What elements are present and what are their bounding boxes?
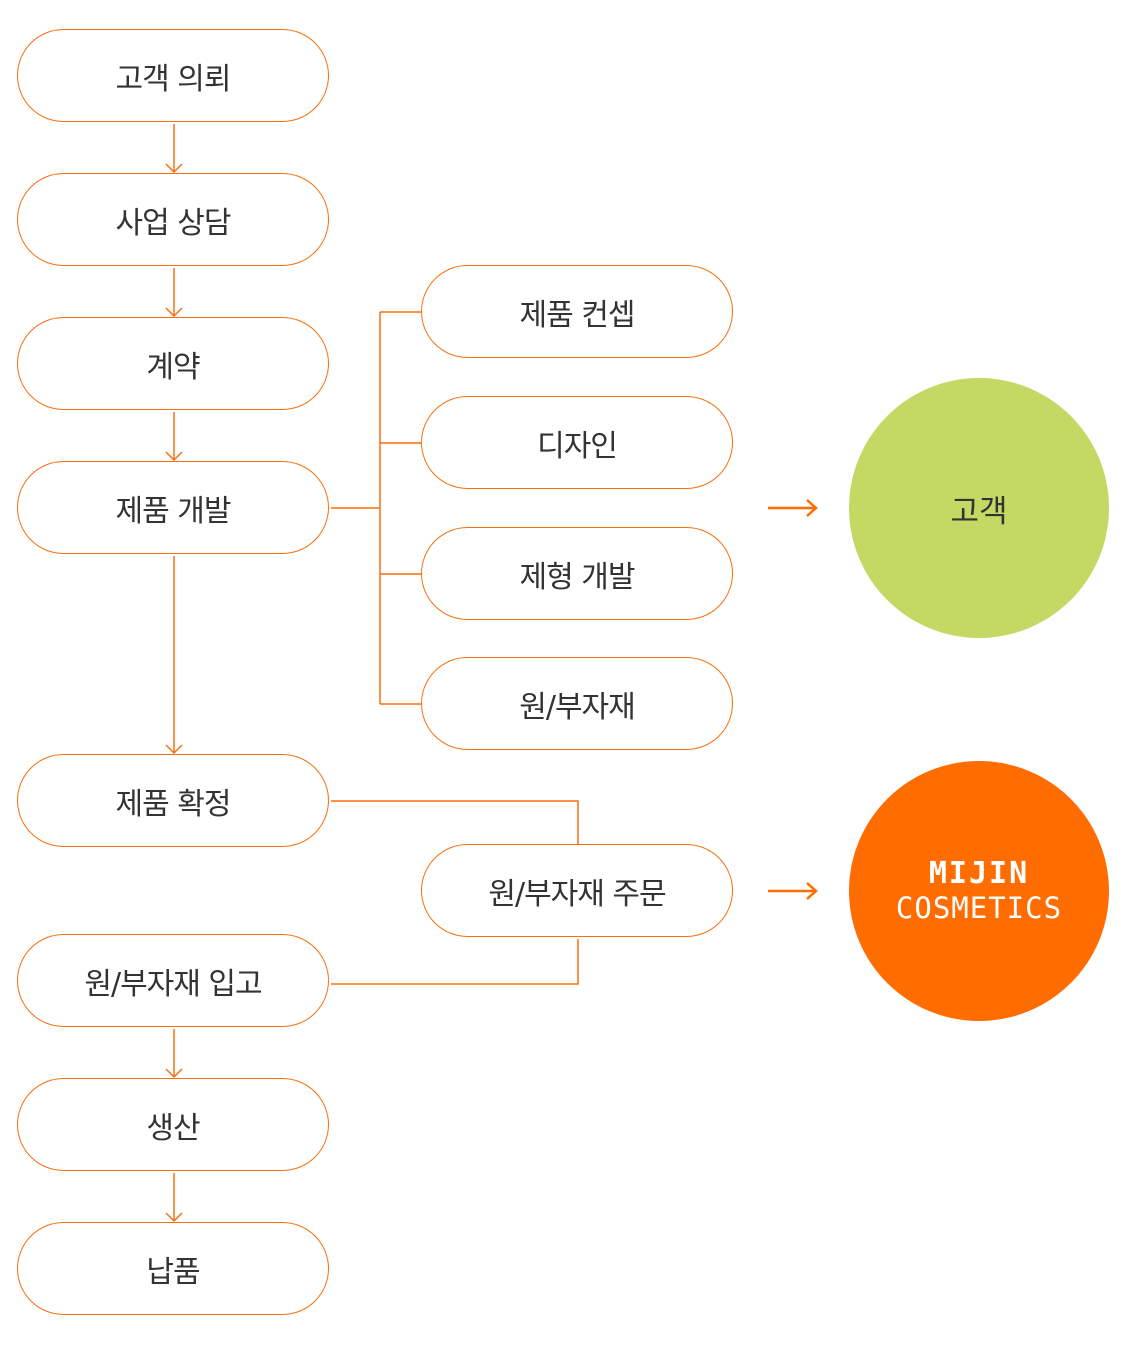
dev-materials: 원/부자재 [421,657,733,750]
step-delivery: 납품 [17,1222,329,1315]
step-product-confirm: 제품 확정 [17,754,329,847]
company-logo-circle: MIJIN COSMETICS [849,761,1109,1021]
logo-line2: COSMETICS [895,891,1063,925]
step-customer-request: 고객 의뢰 [17,29,329,122]
dev-formulation: 제형 개발 [421,527,733,620]
logo-line1: MIJIN [928,856,1030,891]
step-business-consult: 사업 상담 [17,173,329,266]
customer-label: 고객 [950,493,1008,530]
step-contract: 계약 [17,317,329,410]
dev-design: 디자인 [421,396,733,489]
customer-circle: 고객 [849,378,1109,638]
step-material-order: 원/부자재 주문 [421,844,733,937]
step-material-receipt: 원/부자재 입고 [17,934,329,1027]
dev-product-concept: 제품 컨셉 [421,265,733,358]
step-product-development: 제품 개발 [17,461,329,554]
step-production: 생산 [17,1078,329,1171]
arrow-icons [768,499,818,900]
